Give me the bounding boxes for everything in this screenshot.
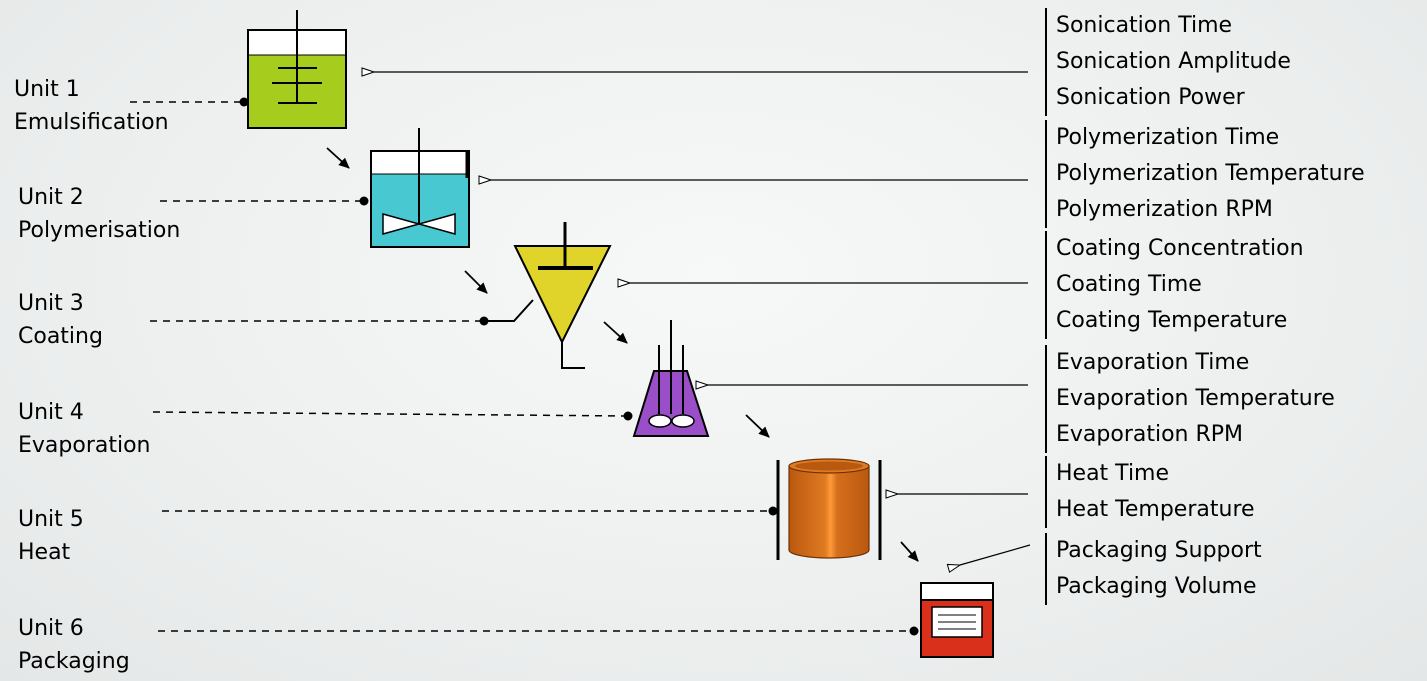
param-item: Polymerization RPM — [1056, 197, 1273, 222]
param-item: Evaporation Temperature — [1056, 386, 1335, 411]
unit-number: Unit 3 — [18, 291, 84, 316]
flow-arrow-2 — [464, 270, 488, 294]
param-item: Sonication Time — [1056, 13, 1233, 38]
leader-lines — [130, 101, 914, 632]
unit-name: Evaporation — [18, 433, 151, 458]
param-item: Coating Temperature — [1056, 308, 1288, 333]
param-item: Coating Time — [1056, 272, 1202, 297]
heat-cylinder-icon — [776, 458, 882, 560]
unit-label-2: Unit 2 Polymerisation — [18, 181, 180, 247]
unit-name: Polymerisation — [18, 218, 181, 243]
unit-number: Unit 1 — [14, 77, 80, 102]
flow-arrow-1 — [326, 147, 350, 169]
parameter-arrows — [374, 72, 1031, 565]
unit-label-4: Unit 4 Evaporation — [18, 396, 151, 462]
flow-arrow-3 — [603, 321, 628, 344]
unit-number: Unit 2 — [18, 185, 84, 210]
param-item: Packaging Volume — [1056, 574, 1257, 599]
flow-arrows — [326, 147, 919, 562]
flow-arrow-4 — [745, 414, 770, 438]
flow-arrow-5 — [900, 541, 919, 562]
unit-number: Unit 4 — [18, 400, 84, 425]
param-item: Evaporation Time — [1056, 350, 1250, 375]
param-item: Packaging Support — [1056, 538, 1262, 563]
param-item: Polymerization Temperature — [1056, 161, 1365, 186]
unit-name: Heat — [18, 540, 71, 565]
param-group-coating: Coating Concentration Coating Time Coati… — [1045, 231, 1304, 339]
unit-number: Unit 6 — [18, 616, 84, 641]
unit-name: Emulsification — [14, 110, 169, 135]
param-item: Heat Time — [1056, 461, 1170, 486]
param-group-packaging: Packaging Support Packaging Volume — [1045, 533, 1262, 605]
param-item: Coating Concentration — [1056, 236, 1304, 261]
polymerisation-reactor-icon — [370, 128, 470, 248]
unit-number: Unit 5 — [18, 507, 84, 532]
leader-line-4 — [152, 411, 629, 417]
unit-label-3: Unit 3 Coating — [18, 287, 103, 353]
param-group-heat: Heat Time Heat Temperature — [1045, 456, 1255, 528]
evaporation-flask-icon — [632, 320, 710, 437]
unit-name: Coating — [18, 324, 103, 349]
unit-label-5: Unit 5 Heat — [18, 503, 84, 569]
packaging-box-icon — [920, 582, 994, 658]
param-item: Polymerization Time — [1056, 125, 1280, 150]
param-item: Evaporation RPM — [1056, 422, 1244, 447]
unit-name: Packaging — [18, 649, 130, 674]
param-group-polymerisation: Polymerization Time Polymerization Tempe… — [1045, 120, 1365, 228]
emulsification-tank-icon — [247, 10, 347, 129]
param-arrow-6 — [960, 544, 1031, 565]
param-group-emulsification: Sonication Time Sonication Amplitude Son… — [1045, 8, 1291, 116]
param-item: Heat Temperature — [1056, 497, 1255, 522]
param-group-evaporation: Evaporation Time Evaporation Temperature… — [1045, 345, 1335, 453]
param-item: Sonication Power — [1056, 85, 1245, 110]
unit-label-1: Unit 1 Emulsification — [14, 73, 169, 139]
param-item: Sonication Amplitude — [1056, 49, 1291, 74]
leader-dots — [239, 97, 919, 636]
unit-label-6: Unit 6 Packaging — [18, 612, 130, 678]
coating-cone-icon — [484, 222, 612, 369]
